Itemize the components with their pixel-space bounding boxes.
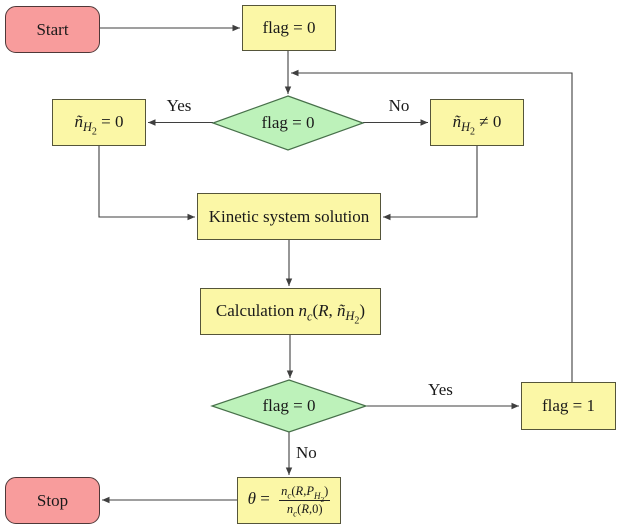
decision1-label-wrap: flag = 0 — [213, 96, 363, 150]
stop-label: Stop — [36, 490, 69, 510]
math-fragment: P — [306, 484, 314, 499]
math-fragment: 2 — [469, 126, 475, 138]
math-fragment: = — [256, 489, 275, 509]
math-fragment: 2 — [354, 315, 360, 327]
math-fragment: ≠ 0 — [475, 112, 502, 132]
stop-node[interactable]: Stop — [5, 477, 100, 524]
math-fragment: R — [295, 484, 304, 499]
nh2-zero-node[interactable]: ñH2 = 0 — [52, 99, 146, 146]
decision2-label-wrap: flag = 0 — [212, 380, 366, 432]
edge-label-yes2: Yes — [428, 380, 453, 399]
fraction-denominator: nc(R,0) — [286, 501, 323, 519]
math-fragment: c — [307, 309, 313, 324]
math-fragment: ( — [312, 301, 319, 321]
math-fragment: n — [281, 484, 288, 499]
math-fragment: = 0 — [96, 112, 124, 132]
calculation-label: Calculation nc(R, ñH2) — [215, 301, 366, 326]
math-fragment: c — [293, 508, 298, 519]
edge-nh2nonzero-to-kinetic — [383, 146, 478, 221]
edge-setflag-feedback — [291, 69, 573, 382]
set-flag-node[interactable]: flag = 1 — [521, 382, 616, 430]
nh2-zero-label: ñH2 = 0 — [74, 112, 124, 137]
math-fragment: n — [298, 301, 308, 321]
math-fragment: ñ — [74, 112, 84, 132]
nh2-nonzero-node[interactable]: ñH2 ≠ 0 — [430, 99, 524, 146]
math-fragment: ñ — [337, 301, 346, 321]
edge-nh2zero-to-kinetic — [98, 146, 195, 221]
kinetic-label: Kinetic system solution — [208, 206, 370, 226]
decision1-diamond[interactable] — [211, 95, 365, 151]
math-fragment: H — [313, 490, 321, 501]
math-fragment: H — [345, 309, 355, 324]
math-fragment: R — [318, 301, 329, 321]
math-fragment: H — [83, 120, 92, 135]
nh2-nonzero-label: ñH2 ≠ 0 — [452, 112, 502, 137]
math-fragment: 2 — [320, 494, 325, 504]
math-fragment: ( — [297, 502, 302, 517]
math-fragment: ,0) — [308, 502, 323, 517]
math-fragment: θ — [247, 489, 257, 509]
math-fragment: H — [461, 120, 470, 135]
kinetic-node[interactable]: Kinetic system solution — [197, 193, 381, 240]
decision2-diamond[interactable] — [210, 379, 368, 433]
edge-label-no2: No — [296, 443, 317, 462]
theta-label: θ = nc(R,PH2)nc(R,0) — [247, 484, 331, 519]
math-fragment: Calculation — [215, 301, 299, 321]
math-fragment: , — [303, 484, 307, 499]
math-fragment: c — [287, 490, 292, 501]
fraction-numerator: nc(R,PH2) — [279, 484, 331, 504]
edge-label-no1: No — [388, 96, 410, 115]
edge-label-yes1: Yes — [166, 96, 192, 115]
start-label: Start — [36, 19, 69, 39]
init-flag-node[interactable]: flag = 0 — [242, 5, 336, 51]
math-fragment: ñ — [452, 112, 462, 132]
init-flag-label: flag = 0 — [262, 18, 316, 38]
theta-fraction: nc(R,PH2)nc(R,0) — [279, 484, 331, 519]
math-fragment: n — [286, 502, 294, 517]
set-flag-label: flag = 1 — [541, 396, 596, 416]
math-fragment: ) — [359, 301, 366, 321]
decision1-label: flag = 0 — [261, 113, 315, 132]
start-node[interactable]: Start — [5, 6, 100, 53]
decision2-label: flag = 0 — [262, 396, 316, 415]
calculation-node[interactable]: Calculation nc(R, ñH2) — [200, 288, 381, 335]
math-fragment: ( — [291, 484, 296, 499]
math-fragment: 2 — [91, 126, 97, 138]
math-fragment: R — [301, 502, 309, 517]
theta-node[interactable]: θ = nc(R,PH2)nc(R,0) — [237, 477, 341, 524]
math-fragment: , — [328, 301, 338, 321]
math-fragment: ) — [324, 484, 329, 499]
